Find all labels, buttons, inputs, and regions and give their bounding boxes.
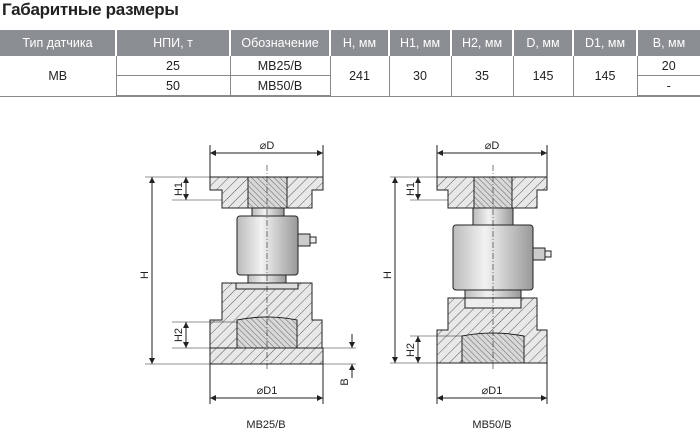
drawing-mb25 <box>145 145 356 404</box>
caption-mb50: MB50/B <box>472 419 511 431</box>
dim-d1-label: ⌀D1 <box>482 385 503 397</box>
cell-b: 20 <box>637 56 700 76</box>
header-sensor-type: Тип датчика <box>0 30 117 56</box>
cell-h1: 30 <box>389 56 452 97</box>
header-b: B, мм <box>637 30 700 56</box>
drawing-mb50 <box>390 145 552 404</box>
cell-designation: MB25/B <box>230 56 331 76</box>
dimensions-table: Тип датчика НПИ, т Обозначение H, мм H1,… <box>0 30 700 97</box>
dim-h-label: H <box>139 271 151 279</box>
header-h: H, мм <box>330 30 390 56</box>
cell-h2: 35 <box>451 56 514 97</box>
dim-h2-label: H2 <box>405 343 417 357</box>
dim-h2-label: H2 <box>173 328 185 342</box>
cell-npi: 25 <box>116 56 231 76</box>
cell-type: MB <box>0 56 117 97</box>
dim-d-label: ⌀D <box>260 140 275 152</box>
header-designation: Обозначение <box>230 30 331 56</box>
dim-h1-label: H1 <box>405 182 417 196</box>
header-d: D, мм <box>513 30 574 56</box>
table-row: 50 MB50/B - <box>0 75 700 97</box>
dim-h1-label: H1 <box>173 182 185 196</box>
cell-d: 145 <box>513 56 574 97</box>
table-row: MB 25 MB25/B 241 30 35 145 145 20 <box>0 56 700 97</box>
cell-b: - <box>637 75 700 97</box>
header-h1: H1, мм <box>389 30 452 56</box>
table-header: Тип датчика НПИ, т Обозначение H, мм H1,… <box>0 30 700 56</box>
page-title: Габаритные размеры <box>2 0 179 19</box>
caption-mb25: MB25/B <box>246 419 285 431</box>
header-d1: D1, мм <box>573 30 638 56</box>
dim-b-label: B <box>339 378 351 385</box>
dim-d-label: ⌀D <box>485 140 500 152</box>
dim-d1-label: ⌀D1 <box>257 385 278 397</box>
cell-d1: 145 <box>573 56 638 97</box>
cell-designation: MB50/B <box>230 75 331 97</box>
dim-h-label: H <box>382 271 394 279</box>
header-h2: H2, мм <box>451 30 514 56</box>
header-npi: НПИ, т <box>116 30 231 56</box>
cell-npi: 50 <box>116 75 231 97</box>
cell-h: 241 <box>330 56 390 97</box>
